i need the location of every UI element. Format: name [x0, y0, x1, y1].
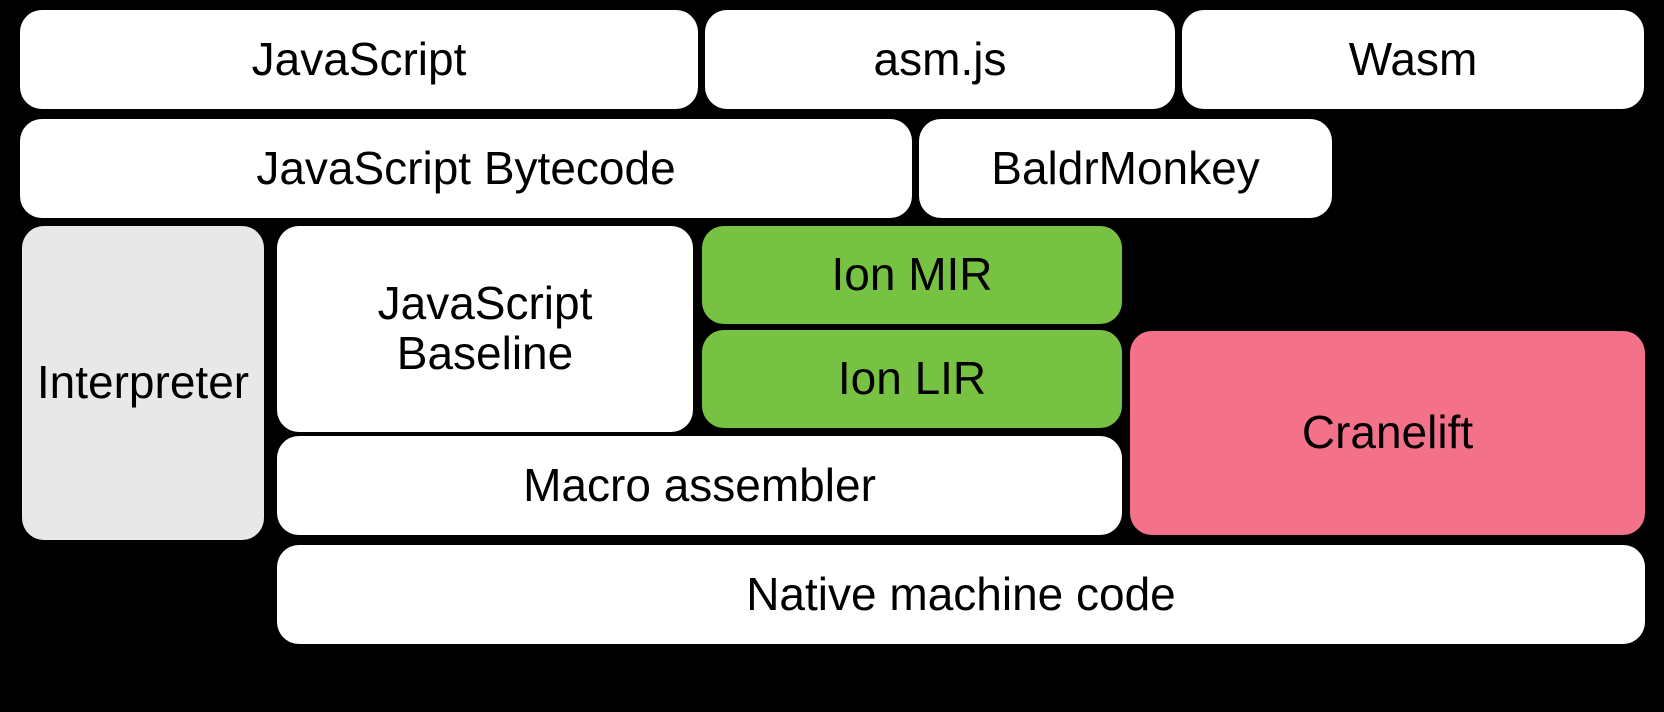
node-macro-assembler: Macro assembler — [277, 436, 1122, 535]
node-baldrmonkey: BaldrMonkey — [919, 119, 1332, 218]
node-asmjs: asm.js — [705, 10, 1175, 109]
node-label: JavaScript — [251, 32, 467, 85]
node-label: Interpreter — [36, 356, 250, 409]
node-javascript-baseline: JavaScript Baseline — [277, 226, 693, 432]
node-ion-mir: Ion MIR — [702, 226, 1122, 324]
node-label: asm.js — [873, 32, 1007, 85]
node-label: Native machine code — [746, 567, 1176, 620]
node-native-machine-code: Native machine code — [277, 545, 1645, 644]
node-javascript-bytecode: JavaScript Bytecode — [20, 119, 912, 218]
node-label: JavaScript Bytecode — [256, 141, 676, 194]
node-label: Macro assembler — [523, 458, 876, 511]
node-label: JavaScript Baseline — [377, 277, 593, 379]
node-ion-lir: Ion LIR — [702, 330, 1122, 428]
node-javascript: JavaScript — [20, 10, 698, 109]
node-cranelift: Cranelift — [1130, 331, 1645, 535]
node-label: BaldrMonkey — [991, 141, 1260, 194]
node-wasm: Wasm — [1182, 10, 1644, 109]
node-interpreter: Interpreter — [22, 226, 264, 540]
node-label: Ion MIR — [831, 248, 993, 301]
node-label: Cranelift — [1301, 406, 1474, 459]
node-label: Wasm — [1348, 32, 1478, 85]
node-label: Ion LIR — [837, 352, 987, 405]
